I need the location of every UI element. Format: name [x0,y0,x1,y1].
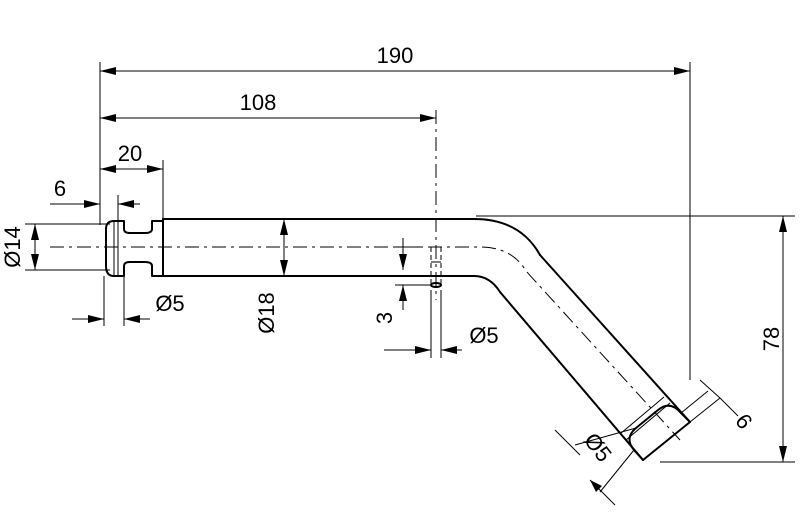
dim-bend-position: 108 [240,90,277,115]
dim-height: 78 [759,327,784,351]
cross-pin-hole [430,110,442,300]
part-outline [162,218,691,461]
left-end-groove [105,220,164,277]
dim-angled-groove-diameter: Ø5 [579,428,617,467]
dim-overall-length: 190 [377,43,414,68]
dimension-lines [25,62,795,506]
dim-pin-offset: 3 [372,312,397,324]
dim-pin-diameter: Ø5 [469,323,498,348]
dim-groove-diameter: Ø5 [155,291,184,316]
dim-groove-section: 20 [118,141,142,166]
dim-groove-width: 6 [54,176,66,201]
dim-shaft-diameter: Ø18 [254,292,279,334]
dim-end-diameter: Ø14 [0,226,25,268]
